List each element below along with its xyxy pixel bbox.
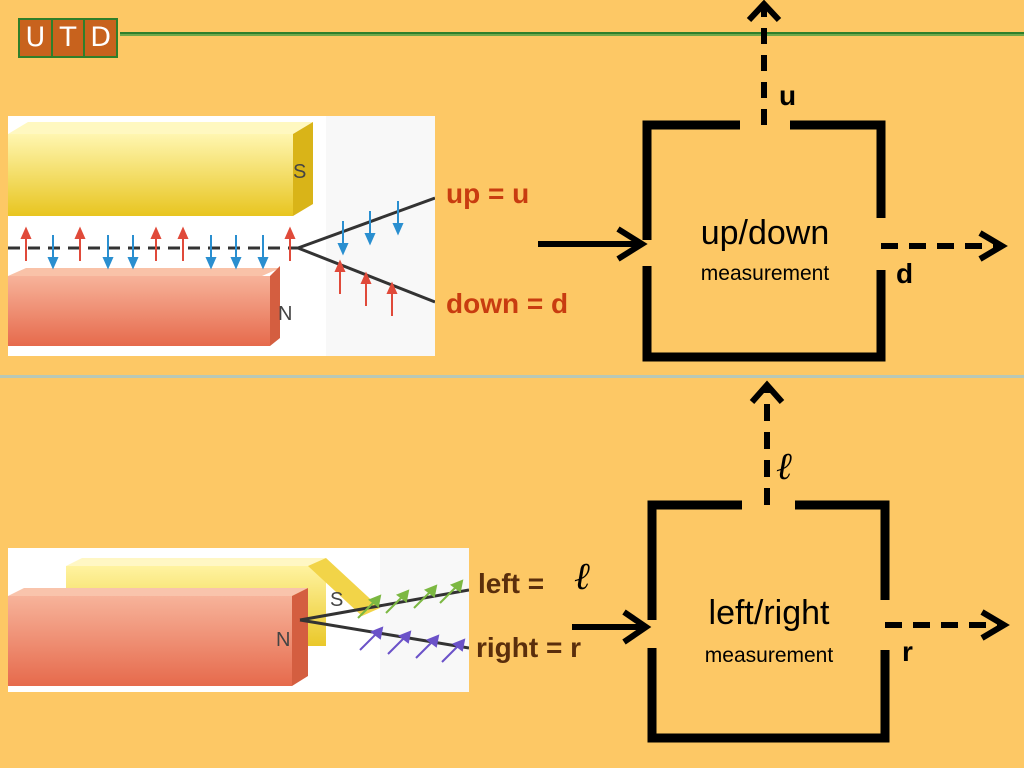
magnet-s-label: S	[330, 589, 343, 611]
magnet-s-label: S	[293, 161, 306, 183]
magnet-n-top-face	[8, 588, 308, 596]
ud-input-arrowhead	[616, 226, 648, 262]
ud-box-title: up/down	[700, 214, 830, 252]
lr-output-right-head	[980, 609, 1010, 641]
magnet-s-top-face	[66, 558, 326, 566]
right-label: right = r	[476, 632, 582, 663]
magnet-n-end	[270, 266, 280, 346]
ell-output-label: ℓ	[776, 444, 792, 488]
beam-up	[297, 196, 435, 250]
lr-output-left-head	[749, 380, 785, 404]
ud-box-top-right	[790, 120, 886, 218]
logo-letter-u: U	[20, 20, 51, 56]
utd-logo: U T D	[18, 18, 118, 58]
magnet-n-label: N	[276, 629, 290, 651]
ud-box-subtitle: measurement	[700, 262, 830, 285]
lr-input-arrowhead	[622, 609, 652, 645]
spin-arrows	[20, 201, 404, 316]
stern-gerlach-ud-image: S N	[8, 116, 435, 356]
magnet-n-top-face	[8, 268, 280, 276]
left-ell-symbol: ℓ	[574, 554, 590, 598]
logo-letter-t: T	[52, 20, 84, 56]
lr-box-top-left	[647, 500, 742, 620]
ud-output-up-head	[746, 0, 782, 23]
lr-box-subtitle: measurement	[704, 644, 834, 667]
u-output-label: u	[779, 80, 797, 111]
up-label: up = u	[446, 178, 530, 209]
magnet-n-end	[292, 588, 308, 686]
stern-gerlach-lr-image: S N	[8, 548, 469, 692]
down-label: down = d	[446, 288, 569, 319]
magnet-s-front	[8, 134, 293, 216]
header-rule	[120, 32, 1024, 36]
spin-arrows	[357, 579, 466, 663]
section-divider	[0, 375, 1024, 378]
ud-box-bottom	[642, 266, 886, 362]
magnet-s-top-face	[8, 122, 313, 134]
logo-letter-d: D	[85, 20, 117, 56]
magnet-n-label: N	[278, 303, 292, 325]
left-label: left =	[478, 568, 545, 599]
magnet-n-front	[8, 596, 292, 686]
beam-left	[299, 588, 469, 622]
magnet-s-end	[308, 558, 380, 616]
magnet-s-end	[293, 122, 313, 216]
beam-right	[299, 618, 469, 650]
ud-output-down-head	[978, 230, 1008, 262]
r-output-label: r	[902, 636, 913, 667]
d-output-label: d	[896, 258, 914, 289]
lr-box-title: left/right	[708, 594, 830, 632]
lr-box-bottom	[647, 648, 890, 743]
magnet-n-front	[8, 276, 270, 346]
lr-box-top-right	[795, 500, 890, 600]
ud-box-top-left	[642, 120, 740, 240]
